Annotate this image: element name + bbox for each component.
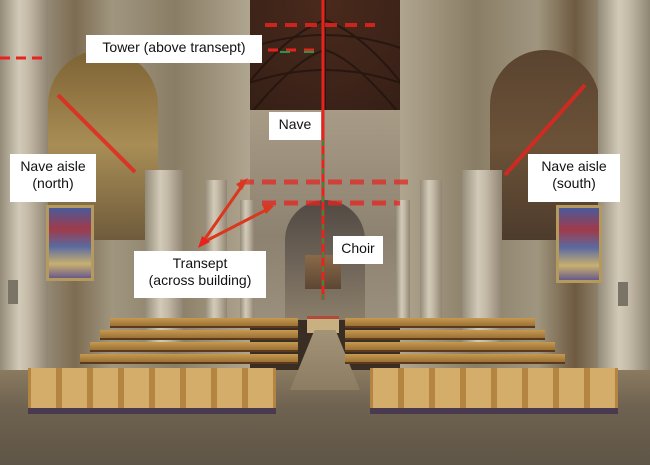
chairs-south-front bbox=[370, 368, 618, 414]
label-nave-aisle-north-line2: (north) bbox=[32, 175, 74, 191]
label-nave-aisle-south-line1: Nave aisle bbox=[541, 158, 607, 174]
label-tower-text: Tower (above transept) bbox=[102, 39, 246, 55]
stained-glass-window-north bbox=[46, 205, 94, 281]
pillar bbox=[420, 180, 442, 325]
chairs-north-front bbox=[28, 368, 276, 414]
label-transept-line1: Transept bbox=[172, 255, 228, 271]
label-nave-aisle-south: Nave aisle (south) bbox=[528, 154, 620, 202]
label-nave-aisle-north: Nave aisle (north) bbox=[10, 154, 96, 202]
label-transept: Transept (across building) bbox=[134, 251, 266, 298]
label-nave: Nave bbox=[269, 112, 321, 140]
label-transept-line2: (across building) bbox=[148, 272, 252, 288]
label-tower: Tower (above transept) bbox=[86, 35, 262, 63]
wall-speaker bbox=[618, 282, 628, 306]
label-nave-aisle-north-line1: Nave aisle bbox=[20, 158, 86, 174]
label-nave-text: Nave bbox=[278, 116, 312, 132]
label-choir: Choir bbox=[333, 236, 383, 264]
wall-speaker bbox=[8, 280, 18, 304]
label-choir-text: Choir bbox=[341, 240, 375, 256]
label-nave-aisle-south-line2: (south) bbox=[552, 175, 596, 191]
stained-glass-window-south bbox=[556, 205, 602, 283]
pews-north bbox=[70, 318, 298, 364]
pews-south bbox=[345, 318, 575, 364]
altar bbox=[307, 316, 339, 333]
pillar bbox=[396, 200, 410, 320]
pillar bbox=[462, 170, 502, 345]
